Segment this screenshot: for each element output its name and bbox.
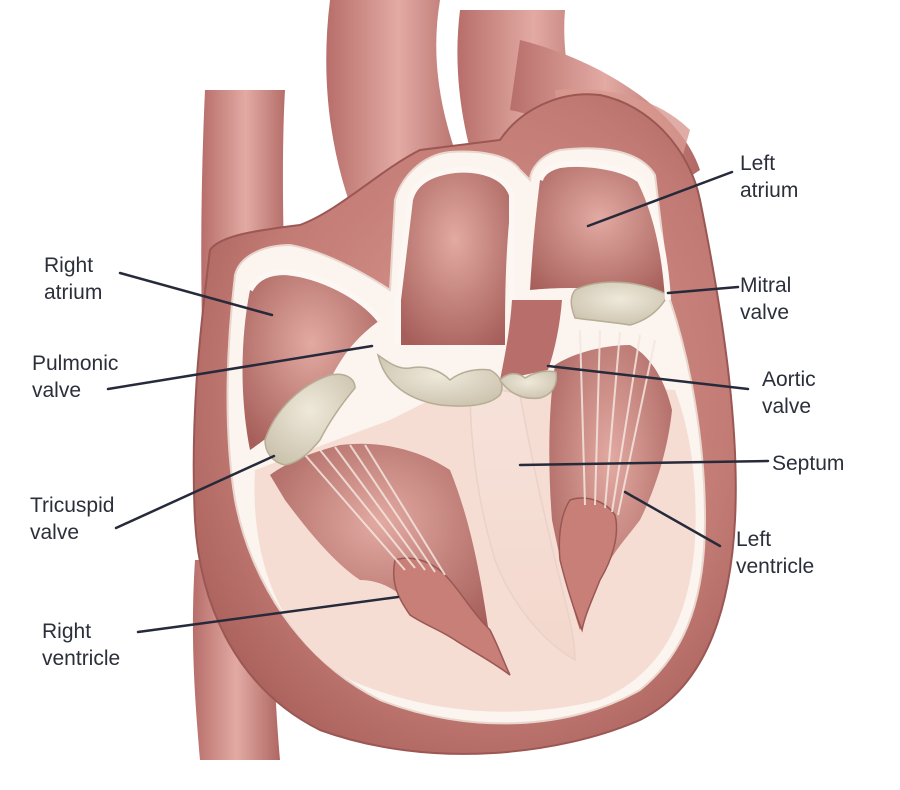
label-pulmonic-valve-line2: valve (32, 379, 82, 402)
label-septum-line1: Septum (772, 452, 845, 475)
label-tricuspid-valve-line1: Tricuspid (30, 494, 115, 517)
left-chordae (579, 329, 656, 516)
label-right-ventricle-line1: Right (42, 620, 92, 643)
left-papillary-muscle (558, 497, 618, 633)
label-left-ventricle-line2: ventricle (736, 555, 815, 578)
leader-left-atrium (586, 170, 734, 228)
leader-mitral-valve (666, 285, 740, 295)
label-left-atrium-line2: atrium (740, 179, 799, 202)
leader-pulmonic-valve (106, 344, 374, 391)
leader-right-atrium (118, 271, 274, 317)
label-left-atrium-line1: Left (740, 152, 776, 175)
label-pulmonic-valve-line1: Pulmonic (32, 352, 119, 375)
label-right-atrium-line1: Right (44, 254, 94, 277)
label-right-ventricle-line2: ventricle (42, 647, 121, 670)
pulmonic-valve-shape (376, 353, 503, 407)
aortic-valve-shape (499, 370, 558, 400)
right-atrium-chamber (242, 272, 380, 450)
label-right-atrium-line2: atrium (44, 281, 103, 304)
label-left-ventricle: Left ventricle (736, 526, 814, 580)
leader-right-ventricle (136, 595, 400, 634)
label-left-ventricle-line1: Left (736, 528, 772, 551)
label-mitral-valve-line1: Mitral (740, 274, 792, 297)
label-mitral-valve-line2: valve (740, 301, 790, 324)
aorta-outflow (500, 300, 562, 380)
tricuspid-valve-shape (264, 373, 356, 466)
leader-lines (106, 170, 770, 634)
label-tricuspid-valve-line2: valve (30, 521, 80, 544)
leader-tricuspid-valve (114, 454, 276, 530)
left-atrium-chamber (530, 163, 668, 300)
label-pulmonic-valve: Pulmonic valve (32, 350, 118, 404)
label-mitral-valve: Mitral valve (740, 272, 791, 326)
label-aortic-valve-line2: valve (762, 395, 812, 418)
mitral-valve-shape (570, 281, 670, 326)
leader-left-ventricle (623, 490, 722, 548)
label-aortic-valve: Aortic valve (762, 366, 816, 420)
label-right-ventricle: Right ventricle (42, 618, 120, 672)
label-aortic-valve-line1: Aortic (762, 368, 816, 391)
label-septum: Septum (772, 450, 844, 477)
right-chordae (304, 444, 446, 576)
label-right-atrium: Right atrium (44, 252, 102, 306)
pulmonary-trunk-chamber (398, 169, 512, 345)
right-papillary-muscle (393, 557, 511, 676)
septum-wall (469, 384, 576, 662)
label-left-atrium: Left atrium (740, 150, 798, 204)
leader-aortic-valve (546, 364, 750, 391)
leader-septum (518, 459, 770, 467)
label-tricuspid-valve: Tricuspid valve (30, 492, 114, 546)
wall-highlights (247, 160, 671, 345)
